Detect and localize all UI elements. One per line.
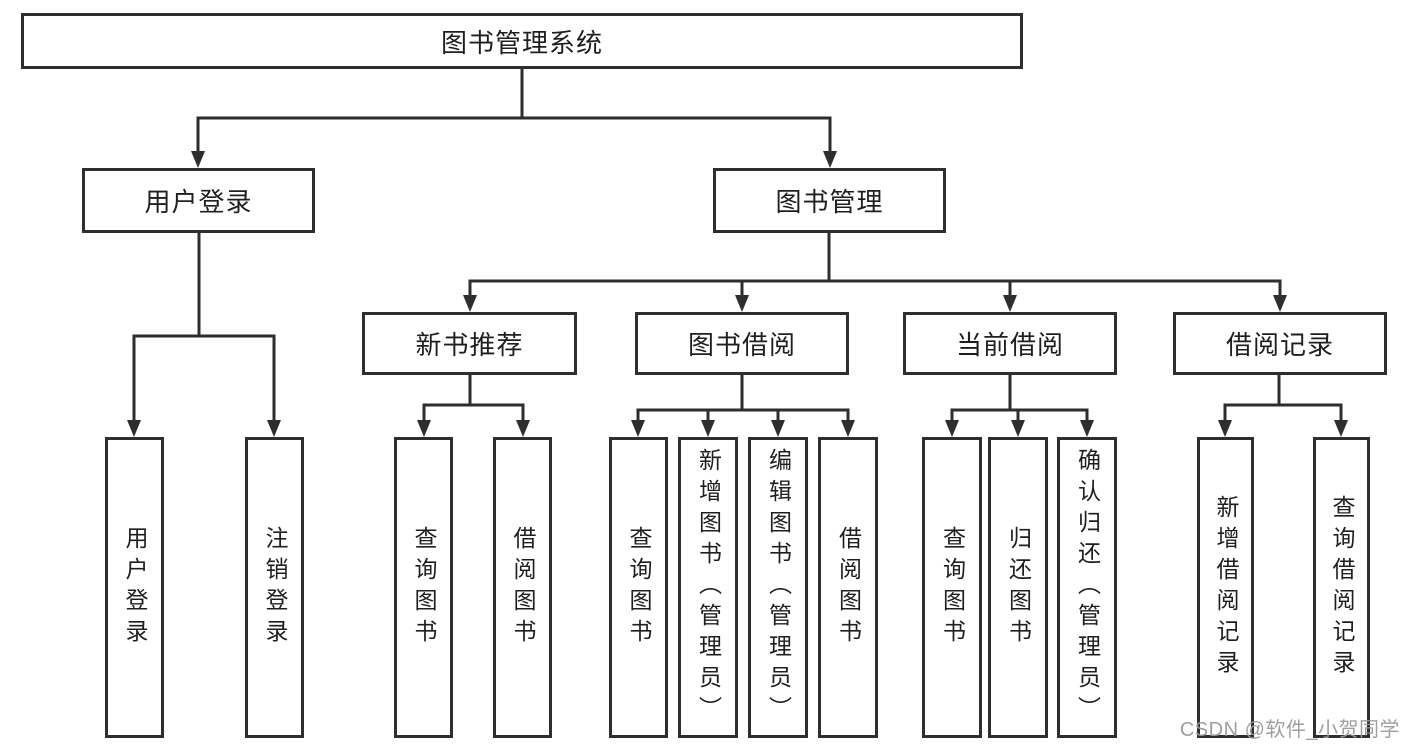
node-label: 查询借阅记录 xyxy=(1329,494,1355,681)
node-label: 查询图书 xyxy=(626,525,652,650)
leaf-query-books-current: 查询图书 xyxy=(922,437,982,738)
node-label: 图书管理系统 xyxy=(440,27,603,58)
arrow-down-icon xyxy=(463,295,477,312)
leaf-confirm-return-admin: 确认归还（管理员） xyxy=(1057,437,1117,738)
node-label: 新增图书（管理员） xyxy=(695,448,722,727)
node-label: 新增借阅记录 xyxy=(1213,494,1239,681)
node-library-management-system: 图书管理系统 xyxy=(21,13,1023,69)
arrow-down-icon xyxy=(1334,420,1348,437)
leaf-add-books-admin: 新增图书（管理员） xyxy=(678,437,738,738)
connector-new-book-children xyxy=(422,375,525,421)
node-label: 图书管理 xyxy=(775,187,884,217)
leaf-return-books: 归还图书 xyxy=(988,437,1048,738)
leaf-borrow-books: 借阅图书 xyxy=(818,437,878,738)
csdn-watermark: CSDN @软件_小贺同学 xyxy=(1179,719,1400,741)
node-label: 图书借阅 xyxy=(687,330,796,360)
connector-current-borrowing-children xyxy=(950,375,1089,421)
arrow-down-icon xyxy=(945,420,959,437)
node-label: 借阅图书 xyxy=(835,525,862,650)
arrow-down-icon xyxy=(771,420,785,437)
leaf-query-borrow-record: 查询借阅记录 xyxy=(1313,437,1370,738)
node-borrowing-records: 借阅记录 xyxy=(1173,312,1387,375)
leaf-query-books-recommend: 查询图书 xyxy=(394,437,453,738)
connector-root-to-level2 xyxy=(196,69,832,152)
arrow-down-icon xyxy=(1011,420,1025,437)
arrow-down-icon xyxy=(1218,420,1232,437)
leaf-add-borrow-record: 新增借阅记录 xyxy=(1197,437,1254,738)
arrow-down-icon xyxy=(191,151,205,168)
node-label: 归还图书 xyxy=(1005,525,1032,650)
node-label: 借阅记录 xyxy=(1225,330,1334,360)
arrow-down-icon xyxy=(701,420,715,437)
leaf-borrow-books-recommend: 借阅图书 xyxy=(493,437,552,738)
node-label: 新书推荐 xyxy=(415,330,524,360)
connector-borrow-records-children xyxy=(1223,375,1343,421)
connector-book-management-children xyxy=(468,233,1282,296)
leaf-edit-books-admin: 编辑图书（管理员） xyxy=(748,437,808,738)
node-label: 确认归还（管理员） xyxy=(1074,448,1101,727)
node-book-management: 图书管理 xyxy=(713,168,946,233)
arrow-down-icon xyxy=(1273,295,1287,312)
leaf-logout: 注销登录 xyxy=(245,437,304,738)
arrow-down-icon xyxy=(1080,420,1094,437)
arrow-down-icon xyxy=(631,420,645,437)
leaf-query-books-borrowing: 查询图书 xyxy=(609,437,668,738)
node-current-borrowing: 当前借阅 xyxy=(903,312,1117,375)
arrow-down-icon xyxy=(823,151,837,168)
arrow-down-icon xyxy=(127,420,141,437)
arrow-down-icon xyxy=(417,420,431,437)
node-label: 借阅图书 xyxy=(510,525,536,650)
connector-book-borrowing-children xyxy=(636,375,850,421)
node-user-login: 用户登录 xyxy=(82,168,315,233)
arrow-down-icon xyxy=(1003,295,1017,312)
node-label: 当前借阅 xyxy=(955,330,1064,360)
node-book-borrowing: 图书借阅 xyxy=(635,312,849,375)
arrow-down-icon xyxy=(735,295,749,312)
node-new-book-recommendation: 新书推荐 xyxy=(362,312,577,375)
connector-user-login-children xyxy=(132,233,276,421)
node-label: 查询图书 xyxy=(939,525,966,650)
node-label: 注销登录 xyxy=(262,525,288,650)
node-label: 用户登录 xyxy=(144,187,253,217)
arrow-down-icon xyxy=(841,420,855,437)
arrow-down-icon xyxy=(267,420,281,437)
arrowhead-icons xyxy=(127,151,1348,437)
node-label: 编辑图书（管理员） xyxy=(765,448,792,727)
node-label: 查询图书 xyxy=(411,525,437,650)
node-label: 用户登录 xyxy=(122,525,148,650)
leaf-user-login: 用户登录 xyxy=(105,437,164,738)
arrow-down-icon xyxy=(516,420,530,437)
